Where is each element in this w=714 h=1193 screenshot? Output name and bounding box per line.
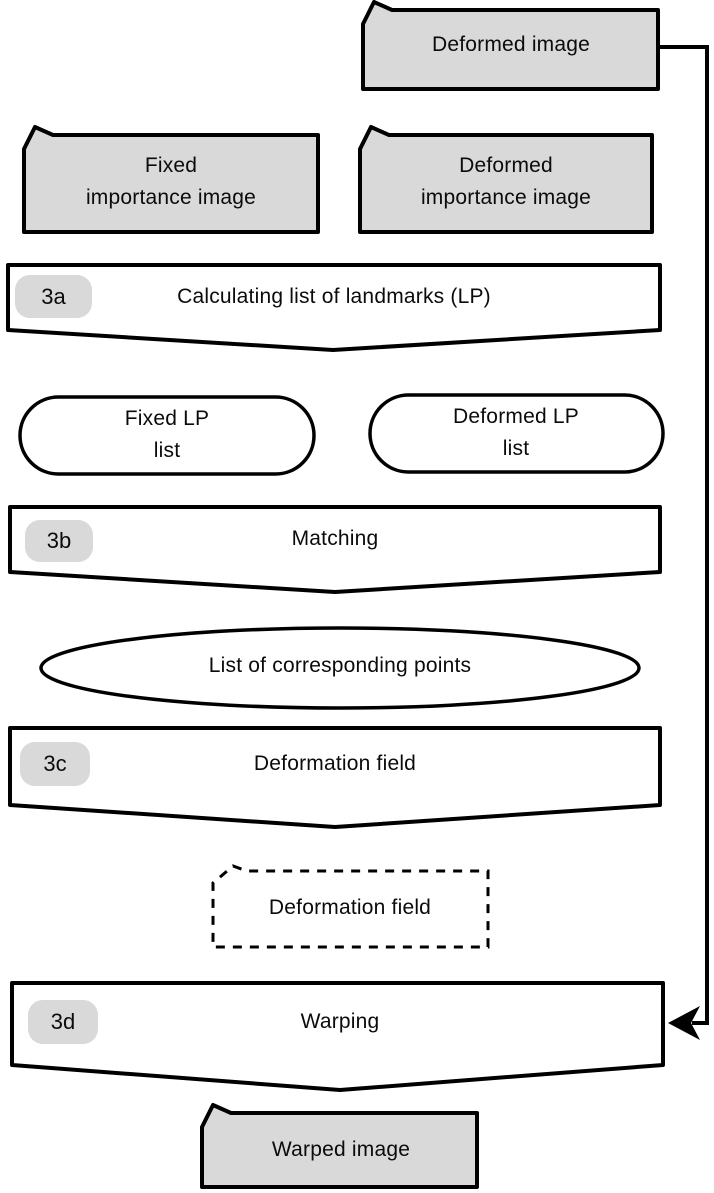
deformation-field-label: Deformation field bbox=[268, 896, 432, 919]
step-3a-shape bbox=[6, 263, 662, 352]
step-3a-badge: 3a bbox=[15, 275, 92, 318]
arrow-head-icon bbox=[668, 1006, 700, 1040]
fixed-importance-image-shape bbox=[22, 125, 320, 234]
connector-line bbox=[658, 45, 709, 1025]
step-3a-label: Calculating list of landmarks (LP) bbox=[177, 285, 491, 308]
deformed-lp-list-label: Deformed LP list bbox=[453, 405, 579, 460]
step-3d-label: Warping bbox=[300, 1010, 380, 1033]
step-3d-shape bbox=[10, 981, 665, 1092]
fixed-lp-list-shape bbox=[18, 395, 316, 476]
deformation-field-dashed-shape bbox=[211, 864, 490, 949]
warped-image-label: Warped image bbox=[271, 1138, 411, 1161]
corresponding-points-shape bbox=[39, 626, 641, 710]
step-3b-shape bbox=[8, 505, 662, 594]
step-3c-badge: 3c bbox=[20, 742, 90, 786]
step-3b-label: Matching bbox=[291, 527, 379, 550]
corresponding-points-label: List of corresponding points bbox=[208, 654, 472, 677]
deformed-importance-image-shape bbox=[358, 125, 654, 234]
warped-image-shape bbox=[200, 1103, 479, 1189]
deformed-image-label: Deformed image bbox=[431, 33, 591, 56]
step-3c-label: Deformation field bbox=[253, 752, 417, 775]
step-3c-shape bbox=[8, 726, 662, 829]
step-3b-badge: 3b bbox=[25, 520, 93, 562]
fixed-lp-list-label: Fixed LP list bbox=[124, 407, 210, 462]
step-3d-badge: 3d bbox=[28, 1000, 98, 1044]
deformed-image-shape bbox=[361, 0, 660, 91]
fixed-importance-image-label: Fixed importance image bbox=[85, 154, 257, 209]
deformed-lp-list-shape bbox=[368, 393, 665, 474]
deformed-importance-image-label: Deformed importance image bbox=[420, 154, 592, 209]
